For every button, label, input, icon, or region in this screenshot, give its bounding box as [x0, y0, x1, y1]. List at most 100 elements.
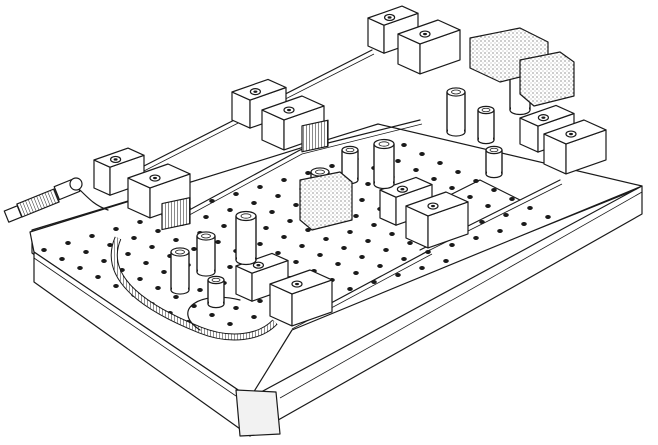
plate-hole: [503, 213, 509, 217]
clamp-block-front-right: [269, 269, 333, 327]
bolt-socket: [295, 282, 299, 286]
plate-hole: [203, 215, 209, 219]
plate-hole: [329, 164, 335, 168]
clamp-block-center-front: [405, 191, 469, 249]
plate-hole: [233, 192, 239, 196]
bolt-socket: [423, 32, 427, 36]
plate-hole: [299, 244, 305, 248]
base-plate-corner-chamfer: [235, 389, 281, 437]
plate-hole: [521, 222, 527, 226]
cylinder-rim: [489, 147, 499, 153]
cylinder-right-a: [446, 87, 466, 137]
plate-hole: [455, 170, 461, 174]
plate-hole: [323, 237, 329, 241]
cylinder-top: [373, 138, 395, 150]
cylinder-fill: [209, 280, 223, 304]
plate-hole: [137, 220, 143, 224]
plate-hole: [221, 224, 227, 228]
plate-hole: [275, 251, 281, 255]
plate-hole: [473, 236, 479, 240]
bolt-socket: [113, 158, 118, 161]
cylinder-right-b: [477, 105, 495, 145]
cylinder-fill: [343, 150, 357, 180]
plate-hole: [473, 179, 479, 183]
plate-hole: [257, 185, 263, 189]
plate-hole: [413, 168, 419, 172]
cylinder-top: [196, 231, 216, 241]
plate-hole: [191, 247, 197, 251]
plate-hole: [251, 201, 257, 205]
bolt-socket: [541, 116, 546, 119]
plate-hole: [275, 194, 281, 198]
plate-hole: [359, 198, 365, 202]
plate-hole: [41, 248, 47, 252]
cylinder-top: [207, 275, 225, 285]
plate-hole: [227, 265, 233, 269]
cylinder-mid-a: [373, 138, 395, 190]
plate-hole: [395, 273, 401, 277]
cylinder-rim: [201, 233, 211, 239]
plate-hole: [233, 306, 239, 310]
cylinder-rim: [451, 89, 461, 95]
cylinder-rim: [240, 213, 252, 219]
plate-hole: [377, 264, 383, 268]
plate-hole: [341, 246, 347, 250]
plate-hole: [137, 277, 143, 281]
cylinder-left-a: [235, 210, 257, 266]
bolt-socket: [431, 204, 435, 208]
bolt-socket: [287, 108, 291, 112]
bolt-socket: [387, 16, 392, 19]
plate-hole: [59, 257, 65, 261]
plate-hole: [227, 208, 233, 212]
plate-hole: [359, 255, 365, 259]
cylinder-fill: [375, 144, 393, 184]
plate-hole: [107, 243, 113, 247]
cylinder-rim: [175, 249, 185, 255]
plate-hole: [491, 188, 497, 192]
plate-hole: [431, 177, 437, 181]
cylinder-fill: [479, 110, 493, 140]
cylinder-rim: [378, 141, 390, 147]
plate-hole: [257, 299, 263, 303]
cylinder-fill: [448, 92, 464, 132]
plate-hole: [149, 245, 155, 249]
plate-hole: [101, 259, 107, 263]
plate-hole: [401, 143, 407, 147]
cylinder-rim: [481, 107, 491, 113]
clamp-block-right-top: [397, 19, 461, 75]
cylinder-rim: [345, 147, 355, 153]
plate-hole: [251, 315, 257, 319]
stippled-workpieces: [299, 27, 575, 231]
plate-hole: [395, 159, 401, 163]
plate-hole: [365, 239, 371, 243]
plate-hole: [215, 240, 221, 244]
plate-hole: [173, 295, 179, 299]
cylinder-left-c: [170, 247, 190, 295]
cylinder-fill: [172, 252, 188, 290]
plate-hole: [437, 161, 443, 165]
plate-hole: [113, 227, 119, 231]
plate-hole: [347, 230, 353, 234]
bolt-socket: [569, 132, 573, 136]
bolt-socket: [253, 90, 258, 93]
plate-hole: [419, 152, 425, 156]
plate-hole: [305, 228, 311, 232]
plate-hole: [155, 286, 161, 290]
plate-hole: [95, 275, 101, 279]
cylinder-top: [485, 145, 503, 155]
cylinder-left-d: [207, 275, 225, 309]
plate-hole: [383, 248, 389, 252]
cylinder-fill: [198, 236, 214, 272]
quick-coupling: [3, 177, 109, 223]
plate-hole: [335, 262, 341, 266]
plate-hole: [317, 253, 323, 257]
plate-hole: [161, 270, 167, 274]
plate-hole: [113, 284, 119, 288]
pipe-middle-long: [179, 119, 421, 216]
plate-hole: [365, 182, 371, 186]
cylinder-left-b: [196, 231, 216, 277]
plate-hole: [197, 288, 203, 292]
bolt-socket: [153, 176, 157, 180]
